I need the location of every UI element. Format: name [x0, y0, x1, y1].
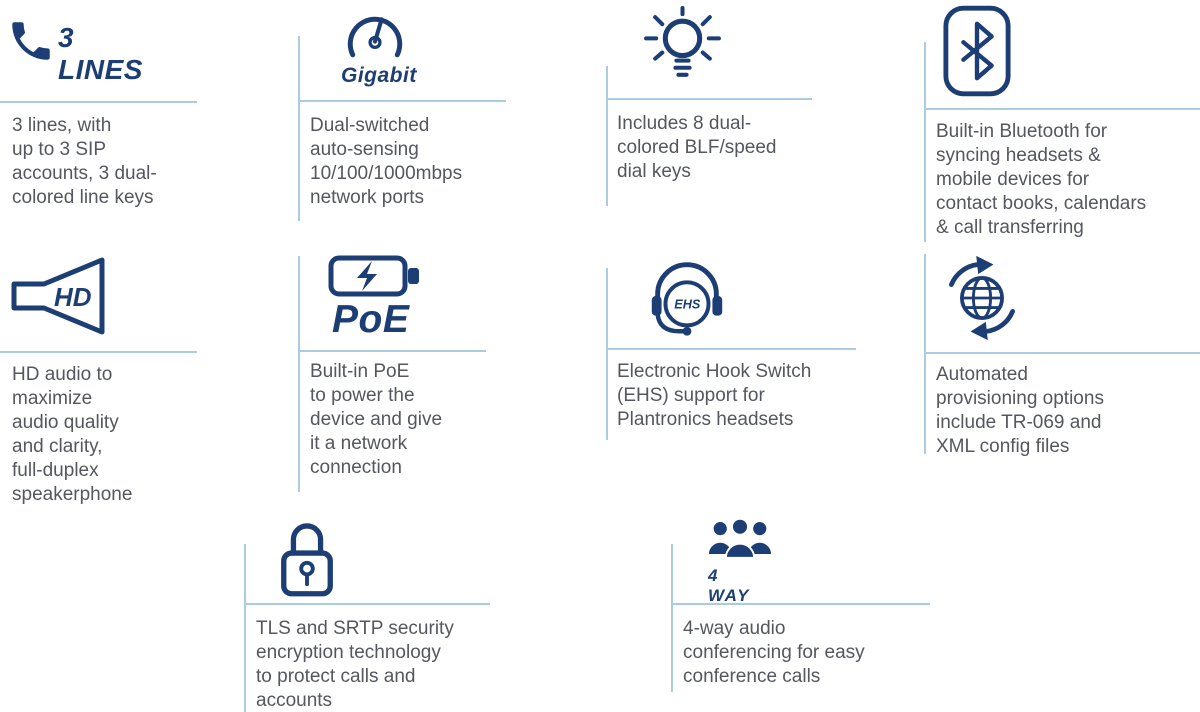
- divider: [298, 100, 506, 102]
- divider: [298, 36, 300, 221]
- divider: [924, 254, 926, 454]
- speaker-icon: HD: [11, 257, 105, 335]
- divider: [0, 351, 197, 353]
- feature-text: 4-way audio conferencing for easy confer…: [683, 618, 865, 687]
- phone-handset-icon: [12, 22, 50, 60]
- feature-label: 4 WAY: [708, 566, 750, 605]
- people-group-icon: [708, 517, 772, 559]
- globe-sync-icon: [949, 255, 1015, 341]
- divider: [298, 350, 486, 352]
- feature-text: Dual-switched auto-sensing 10/100/1000mb…: [310, 115, 463, 208]
- divider: [606, 268, 608, 440]
- divider: [924, 352, 1200, 354]
- divider: [671, 544, 673, 692]
- feature-text: Electronic Hook Switch (EHS) support for…: [617, 361, 812, 430]
- feature-text: Includes 8 dual- colored BLF/speed dial …: [617, 113, 777, 182]
- divider: [606, 348, 856, 350]
- feature-label: Gigabit: [341, 64, 417, 87]
- divider: [244, 603, 490, 605]
- divider: [671, 603, 930, 605]
- feature-text: HD audio to maximize audio quality and c…: [12, 364, 133, 505]
- speaker-icon-text: HD: [54, 282, 92, 312]
- headset-icon: EHS: [651, 262, 723, 336]
- padlock-icon: [281, 523, 333, 597]
- speedometer-icon: [347, 16, 403, 58]
- feature-label: PoE: [332, 298, 410, 341]
- divider: [606, 66, 608, 206]
- battery-icon: [328, 255, 419, 297]
- divider: [0, 101, 197, 103]
- divider: [298, 256, 300, 492]
- divider: [924, 42, 926, 242]
- feature-text: Built-in PoE to power the device and giv…: [310, 361, 443, 478]
- feature-label: 3 LINES: [58, 22, 143, 85]
- lightbulb-icon: [644, 6, 721, 77]
- headset-icon-text: EHS: [674, 297, 701, 312]
- feature-text: Built-in Bluetooth for syncing headsets …: [936, 121, 1147, 238]
- divider: [924, 108, 1200, 110]
- feature-text: Automated provisioning options include T…: [936, 364, 1104, 457]
- divider: [244, 544, 246, 712]
- feature-text: TLS and SRTP security encryption technol…: [256, 618, 454, 711]
- divider: [606, 98, 812, 100]
- feature-text: 3 lines, with up to 3 SIP accounts, 3 du…: [12, 115, 157, 208]
- bluetooth-icon: [943, 5, 1011, 97]
